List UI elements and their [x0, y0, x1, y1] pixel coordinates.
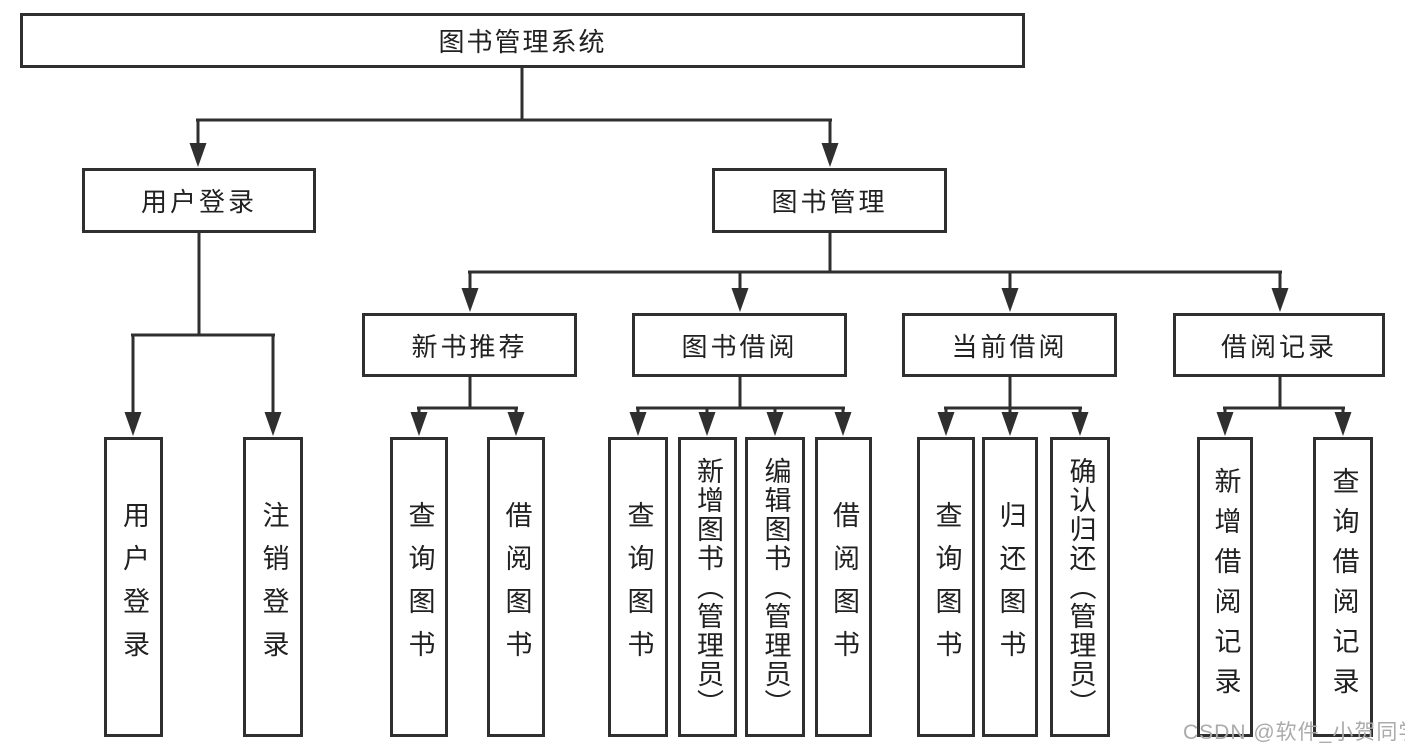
leaf-return-books: 归还图书	[982, 437, 1038, 737]
leaf-add-books-admin: 新增图书（管理员）	[678, 437, 737, 737]
node-borrow-records: 借阅记录	[1173, 313, 1385, 377]
leaf-add-borrow-record: 新增借阅记录	[1197, 437, 1253, 737]
node-current-borrowing: 当前借阅	[902, 313, 1117, 377]
leaf-query-books: 查询图书	[390, 437, 448, 737]
leaf-borrow-books: 借阅图书	[487, 437, 545, 737]
leaf-confirm-return-admin: 确认归还（管理员）	[1050, 437, 1110, 737]
leaf-edit-books-admin: 编辑图书（管理员）	[745, 437, 805, 737]
node-user-login: 用户登录	[82, 168, 316, 233]
leaf-query-books: 查询图书	[608, 437, 668, 737]
csdn-watermark: CSDN @软件_小贺同学	[1183, 721, 1405, 744]
leaf-user-login: 用户登录	[104, 437, 163, 737]
leaf-borrow-books: 借阅图书	[815, 437, 872, 737]
node-book-borrowing: 图书借阅	[632, 313, 847, 377]
node-book-management: 图书管理	[712, 168, 947, 233]
node-system-root: 图书管理系统	[20, 13, 1025, 68]
node-new-book-recommend: 新书推荐	[362, 313, 577, 377]
leaf-logout: 注销登录	[243, 437, 303, 737]
leaf-query-books: 查询图书	[917, 437, 975, 737]
leaf-query-borrow-record: 查询借阅记录	[1313, 437, 1373, 737]
